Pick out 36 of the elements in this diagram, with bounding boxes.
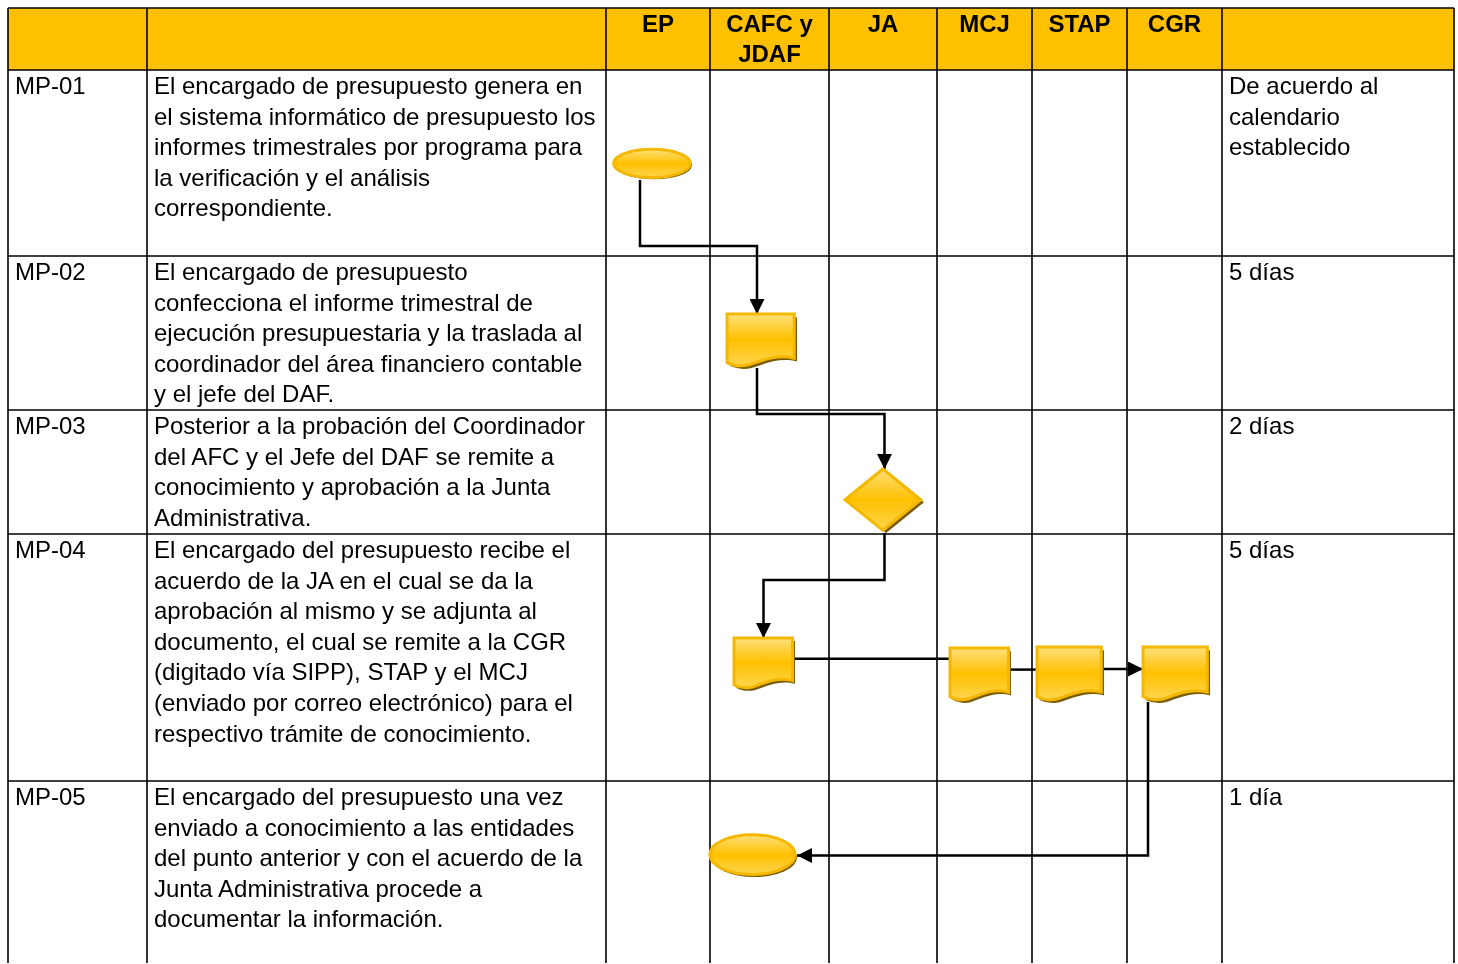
- document-shape: [734, 638, 795, 690]
- step-code: MP-01: [15, 71, 87, 101]
- flow-arrow: [756, 533, 886, 638]
- document-shape: [950, 648, 1011, 702]
- ellipse-shape: [708, 833, 797, 878]
- step-code: MP-03: [15, 411, 87, 441]
- flow-arrow: [755, 368, 892, 469]
- ellipse-shape: [612, 148, 692, 180]
- connector-line: [1011, 668, 1037, 671]
- step-code: MP-04: [15, 535, 87, 565]
- step-duration: 5 días: [1229, 535, 1296, 565]
- step-code: MP-02: [15, 257, 87, 287]
- lane-header: EP: [641, 9, 675, 39]
- flow-arrow: [797, 702, 1150, 863]
- step-description: El encargado del presupuesto una vez enviado a conocimiento a las entidades del punto anterior y con el acuerdo de la Junta Administrativa procede a documentar la información.: [154, 782, 584, 935]
- step-duration: 1 día: [1229, 782, 1284, 812]
- step-description: El encargado del presupuesto recibe el acuerdo de la JA en el cual se da la aprobación al mismo y se adjunta al documento, el cual se remite a la CGR (digitado vía SIPP), STAP y el MCJ (enviado por correo electrónico) para el respectivo trámite de conocimiento.: [154, 535, 574, 749]
- flow-arrow: [638, 180, 765, 314]
- step-duration: 5 días: [1229, 257, 1296, 287]
- connector-line: [795, 657, 950, 661]
- lane-header: CGR: [1146, 9, 1203, 39]
- step-duration: De acuerdo al calendario establecido: [1229, 71, 1380, 163]
- document-shape: [1143, 647, 1210, 702]
- step-code: MP-05: [15, 782, 87, 812]
- lane-header: CAFC y JDAF: [725, 9, 814, 69]
- step-description: Posterior a la probación del Coordinador del AFC y el Jefe del DAF se remite a conocimiento y aprobación a la Junta Administrativa.: [154, 411, 586, 533]
- lane-header: JA: [866, 9, 900, 39]
- lane-header: MCJ: [958, 9, 1011, 39]
- flow-arrow: [1104, 661, 1143, 677]
- lane-header: STAP: [1047, 9, 1112, 39]
- document-shape: [727, 314, 797, 368]
- decision-diamond: [845, 469, 924, 533]
- step-description: El encargado de presupuesto confecciona el informe trimestral de ejecución presupuestaria y la traslada al coordinador del área financiero contable y el jefe del DAF.: [154, 257, 584, 410]
- step-description: El encargado de presupuesto genera en el sistema informático de presupuesto los informes trimestrales por programa para la verificación y el análisis correspondiente.: [154, 71, 597, 224]
- document-shape: [1037, 647, 1104, 702]
- step-duration: 2 días: [1229, 411, 1296, 441]
